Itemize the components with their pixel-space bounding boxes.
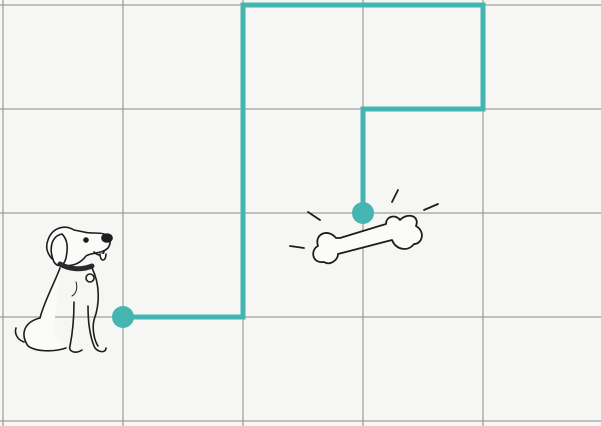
- end-node: [352, 202, 374, 224]
- start-node: [112, 306, 134, 328]
